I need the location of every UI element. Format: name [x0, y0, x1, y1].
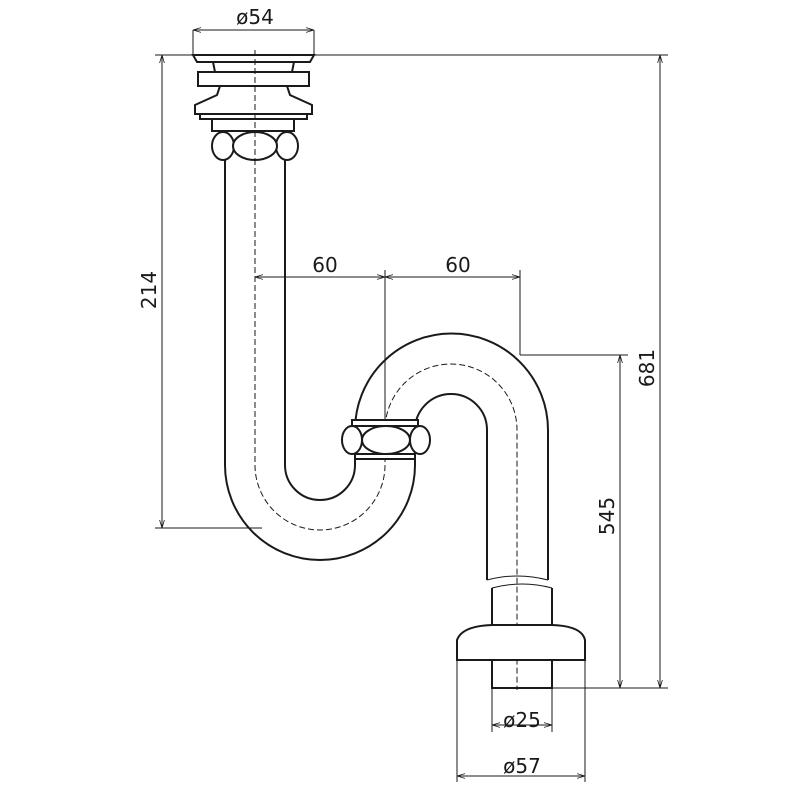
union-nut [341, 419, 431, 460]
trap-pipe [224, 60, 553, 690]
drain-head [191, 50, 316, 161]
dim-offset-left: 60 [312, 253, 337, 277]
dim-top-diameter: ø54 [236, 5, 274, 29]
dim-offset-right: 60 [445, 253, 470, 277]
dim-total-height: 681 [635, 349, 659, 387]
dim-outlet-height: 545 [595, 497, 619, 535]
dim-flange-diameter: ø57 [503, 754, 541, 778]
dim-inlet-height: 214 [137, 271, 161, 309]
dimension-lines [155, 30, 668, 782]
dim-pipe-diameter: ø25 [503, 708, 541, 732]
wall-flange [456, 624, 586, 689]
